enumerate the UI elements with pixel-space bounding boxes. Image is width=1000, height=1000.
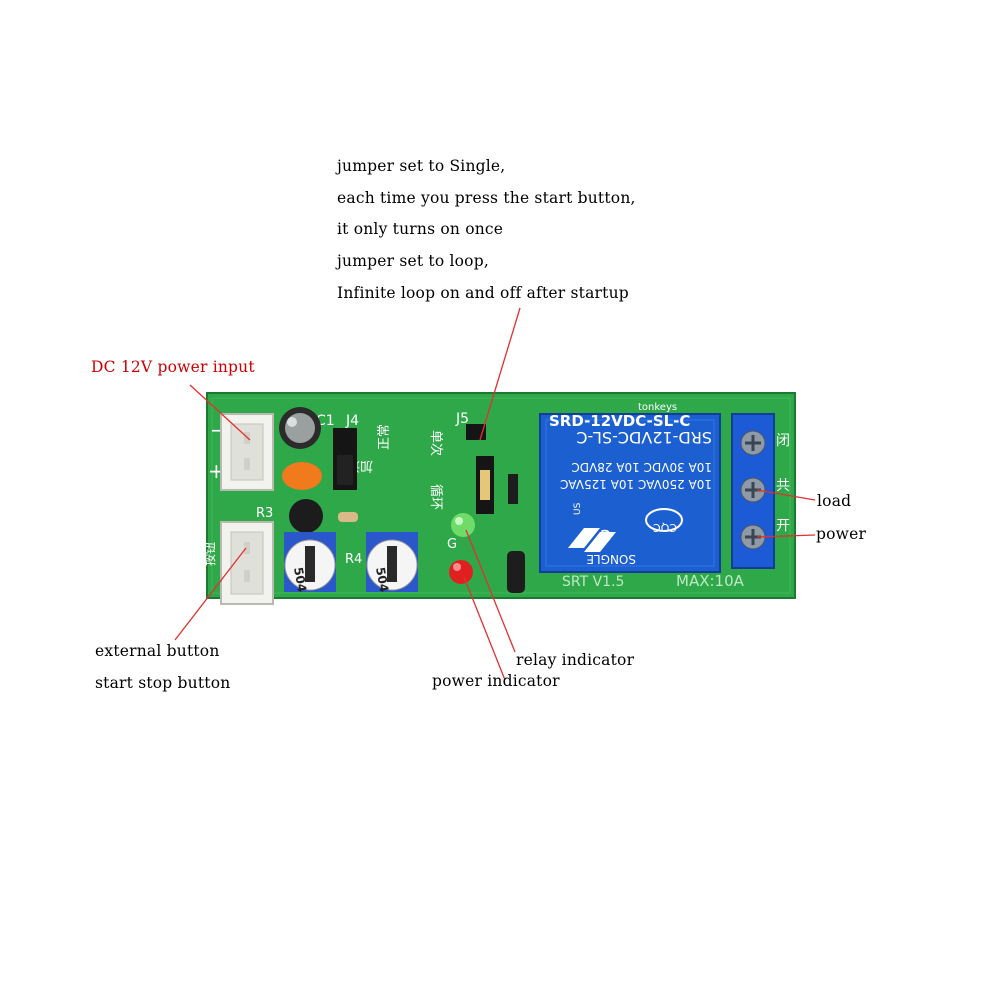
relay: SRD-12VDC-SL-C xyxy=(539,412,721,573)
jumper-note-line-2: each time you press the start button, xyxy=(337,189,636,207)
potentiometer-right: 504 xyxy=(366,532,418,593)
arrow-power-indicator xyxy=(463,576,506,681)
power-label: power xyxy=(816,525,867,543)
relay-model: SRD-12VDC-SL-C xyxy=(549,412,690,430)
dc-power-input-label: DC 12V power input xyxy=(91,358,255,376)
cqc-logo: CQC xyxy=(645,508,683,534)
pcb-r3-label: R3 xyxy=(256,506,273,521)
arrow-power xyxy=(756,534,816,538)
pcb-gong-label: 共 xyxy=(776,478,790,494)
relay-transistor xyxy=(507,551,525,593)
pot-right-value: 504 xyxy=(373,566,391,593)
pcb-xunhuan-label: 循环 xyxy=(428,484,443,510)
relay-rating-line1: 10A 250VAC 10A 125VAC xyxy=(560,477,712,491)
pcb-j4-label: J4 xyxy=(345,413,359,429)
j5-jumper xyxy=(466,424,494,514)
external-button-label: external button xyxy=(95,642,220,660)
pcb-max-label: MAX:10A xyxy=(676,572,745,590)
jumper-note-line-4: jumper set to loop, xyxy=(337,252,489,270)
j4-jumper xyxy=(333,428,357,490)
resistor xyxy=(338,512,358,522)
diode xyxy=(508,474,518,504)
button-connector xyxy=(220,521,274,605)
us-text: US xyxy=(573,502,583,515)
pcb-g-label: G xyxy=(447,537,457,552)
jumper-note-line-1: jumper set to Single, xyxy=(337,157,506,175)
power-connector xyxy=(220,413,274,491)
start-stop-button-label: start stop button xyxy=(95,674,231,692)
relay-brand-text: SONGLE xyxy=(586,552,636,566)
cqc-text: CQC xyxy=(653,521,677,534)
power-indicator-label: power indicator xyxy=(432,672,560,690)
pcb-anniu-label: 按钮 xyxy=(202,542,217,566)
electrolytic-capacitor xyxy=(279,407,321,449)
pcb-r4-label: R4 xyxy=(345,552,362,567)
green-led xyxy=(451,513,475,537)
load-label: load xyxy=(817,492,852,510)
screw-terminal xyxy=(731,413,775,569)
pot-left-value: 504 xyxy=(291,566,309,593)
pcb-brand-label: tonkeys xyxy=(638,402,677,413)
annotation-arrows xyxy=(174,307,816,681)
red-led xyxy=(449,560,473,584)
transistor xyxy=(289,499,323,533)
ceramic-capacitor xyxy=(282,462,322,490)
potentiometer-left: 504 xyxy=(284,532,336,593)
arrow-external-button xyxy=(174,547,247,641)
arrow-jumper xyxy=(479,307,521,441)
pcb-j5-label: J5 xyxy=(455,411,469,427)
pcb-kai-label: 开 xyxy=(776,518,790,534)
arrow-dc-power xyxy=(189,384,251,441)
relay-model-text: SRD-12VDC-SL-C xyxy=(576,428,712,447)
pcb-bi-label: 闭 xyxy=(776,433,790,449)
arrow-relay-indicator xyxy=(465,529,516,653)
songle-logo-icon xyxy=(568,528,616,552)
jumper-note-line-3: it only turns on once xyxy=(337,220,504,238)
arrow-load xyxy=(756,489,816,501)
relay-indicator-label: relay indicator xyxy=(516,651,635,669)
relay-rating-line2: 10A 30VDC 10A 28VDC xyxy=(571,460,712,474)
pcb-zhengchang-label: 正常 xyxy=(377,424,392,450)
pcb-danci-label: 单次 xyxy=(428,430,444,456)
pcb-version-label: SRT V1.5 xyxy=(562,574,624,590)
jumper-note-line-5: Infinite loop on and off after startup xyxy=(337,284,629,302)
